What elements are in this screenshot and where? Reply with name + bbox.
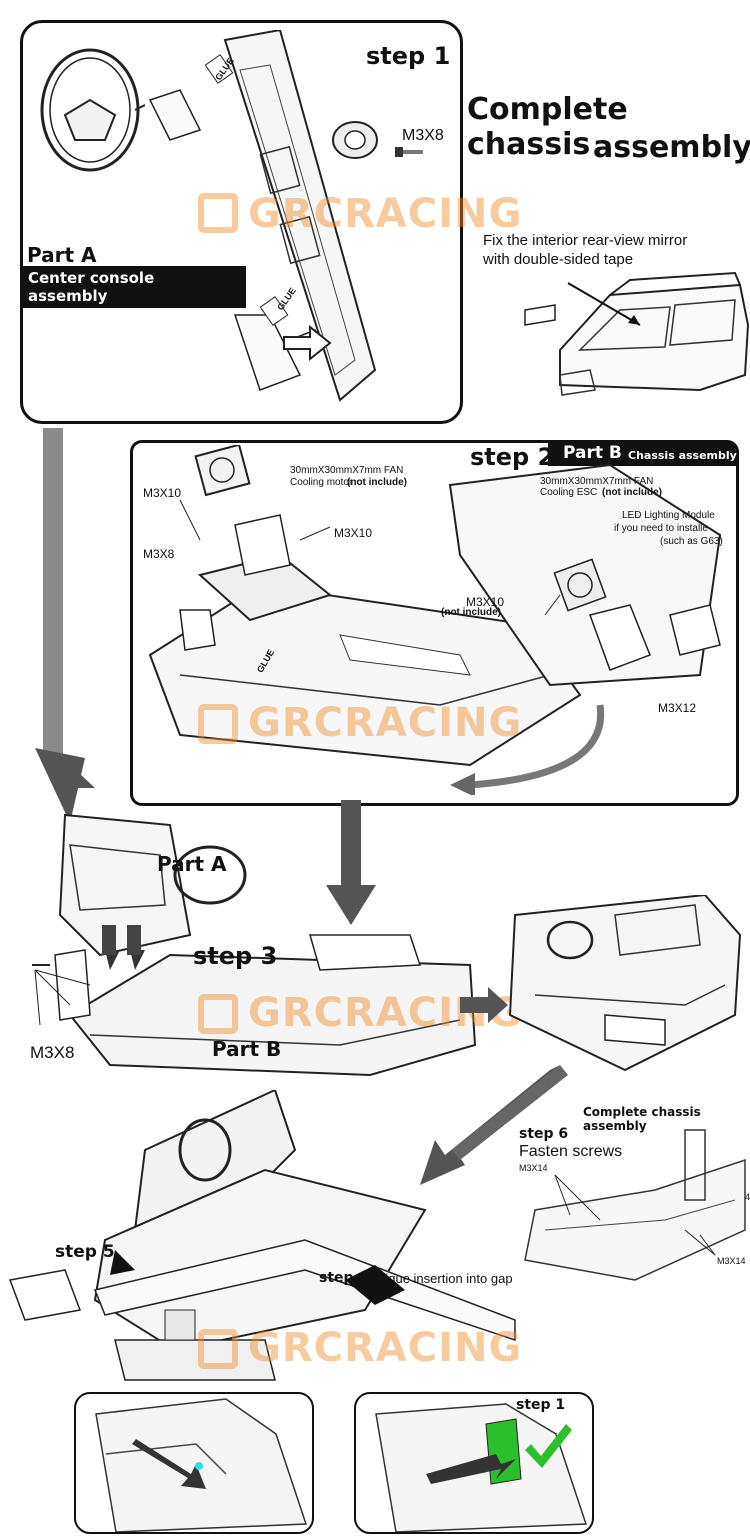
step3-part-a: Part A xyxy=(157,852,227,876)
step3-part-b: Part B xyxy=(212,1037,282,1061)
step4-text: oblique insertion into gap xyxy=(368,1271,513,1286)
step6-text: Fasten screws xyxy=(519,1143,623,1160)
step4-label: step 4 xyxy=(319,1270,369,1286)
watermark-2: GRCRACING xyxy=(248,700,523,746)
fan-motor-line-2: Cooling motor xyxy=(290,477,353,488)
part-b-title: Chassis assembly xyxy=(628,449,737,462)
screw-m3x12: M3X12 xyxy=(658,701,697,715)
step6-label: step 6 xyxy=(519,1126,569,1142)
detail-inset-right xyxy=(354,1392,594,1534)
fan-esc-line-1: 30mmX30mmX7mm FAN xyxy=(540,476,654,487)
watermark-1: GRCRACING xyxy=(248,191,523,237)
part-b-bar xyxy=(548,440,736,466)
step1-label: step 1 xyxy=(366,42,451,70)
mirror-note-line-1: Fix the interior rear-view mirror xyxy=(483,232,688,249)
insert-arrow-icon xyxy=(283,325,332,361)
step1-screw-label: M3X8 xyxy=(402,127,444,144)
step6-screw-a: M3X14 xyxy=(519,1163,548,1173)
watermark-logo-icon xyxy=(198,1329,238,1369)
steering-wheel-illustration xyxy=(40,48,145,172)
detail-step1-label: step 1 xyxy=(516,1397,566,1413)
assembled-chassis-illustration xyxy=(508,895,742,1072)
page-title-line-2: assembly xyxy=(593,130,750,165)
flow-arrow-left xyxy=(35,428,95,823)
step2-label: step 2 xyxy=(470,443,555,471)
chassis-b-illustration xyxy=(148,445,722,795)
fan-esc-line-2: Cooling ESC xyxy=(540,487,598,498)
part-a-label: Part A xyxy=(27,243,97,267)
center-console-illustration xyxy=(148,30,377,402)
screw-not-include: (not include) xyxy=(441,607,501,618)
car-body-illustration xyxy=(524,271,750,396)
step6-chassis-illustration xyxy=(524,1129,746,1281)
step3-assembly-illustration xyxy=(32,813,477,1077)
part-a-title-bar: Center console assembly xyxy=(20,266,246,308)
led-line-2: if you need to installe xyxy=(614,523,708,534)
knob-part-illustration xyxy=(332,121,378,159)
mirror-note-line-2: with double-sided tape xyxy=(483,251,634,268)
screw-m3x10-right: M3X10 xyxy=(334,526,373,540)
detail-left-illustration xyxy=(95,1398,308,1532)
led-line-3: (such as G63) xyxy=(660,536,723,547)
screw-m3x8: M3X8 xyxy=(143,547,175,561)
flow-arrow-middle xyxy=(326,800,376,925)
complete-chassis-label: Complete chassis assembly xyxy=(583,1105,701,1133)
step5-label: step 5 xyxy=(55,1242,115,1262)
detail-inset-left xyxy=(74,1392,314,1534)
fan-esc-note: (not include) xyxy=(602,487,662,498)
part-b-label: Part B xyxy=(563,443,622,463)
screw-m3x10-esc: M3X10 xyxy=(466,595,505,609)
step3-screw: M3X8 xyxy=(30,1043,75,1062)
screw-m3x10-left: M3X10 xyxy=(143,486,182,500)
step4-5-chassis-illustration xyxy=(8,1090,516,1381)
flow-arrow-right xyxy=(460,987,508,1023)
step6-screw-b: M3X14 xyxy=(717,1256,746,1266)
watermark-logo-icon xyxy=(198,704,238,744)
page-title-line-1: Complete chassis xyxy=(467,92,628,162)
watermark-logo-icon xyxy=(198,193,238,233)
detail-right-illustration xyxy=(375,1403,588,1532)
fan-motor-line-1: 30mmX30mmX7mm FAN xyxy=(290,465,404,476)
screw-icon xyxy=(395,147,423,157)
flow-arrow-diagonal xyxy=(420,1065,568,1185)
led-line-1: LED Lighting Module xyxy=(622,510,715,521)
fan-motor-note: (not include) xyxy=(347,477,407,488)
step3-label: step 3 xyxy=(193,942,278,970)
watermark-4: GRCRACING xyxy=(248,1325,523,1371)
watermark-logo-icon xyxy=(198,994,238,1034)
